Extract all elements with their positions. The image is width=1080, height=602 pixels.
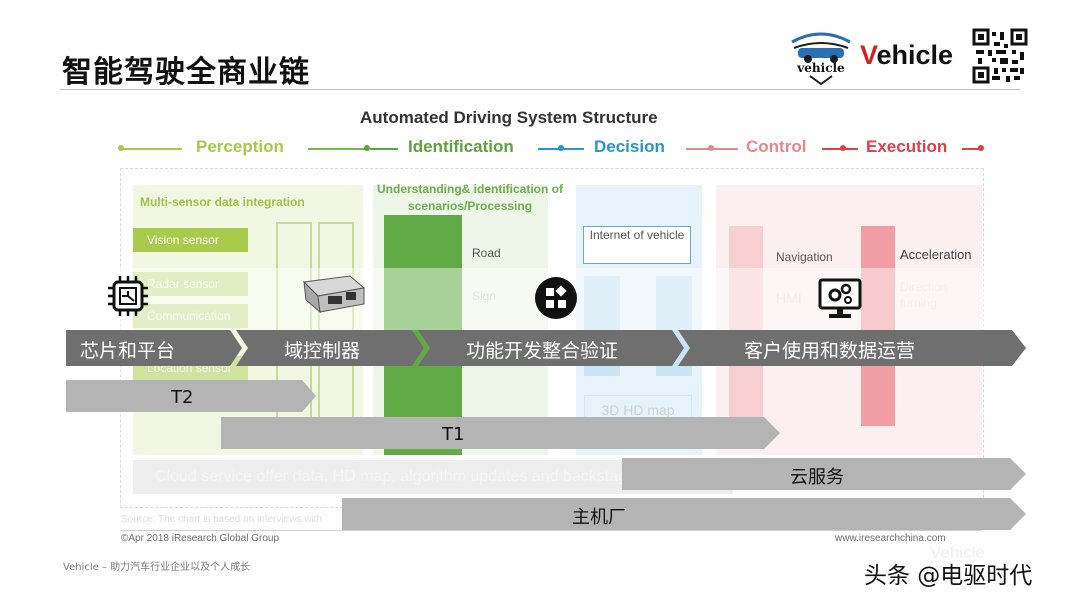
oem-label: 主机厂: [572, 507, 626, 528]
cloud-service-arrow: [622, 458, 1026, 490]
chain-label-function-dev: 功能开发整合验证: [466, 340, 619, 362]
stage-dot: [840, 145, 846, 151]
chain-step-4: [678, 330, 1026, 366]
vehicle-logo: vehicle: [786, 28, 856, 86]
watermark-ghost: Vehicle: [930, 543, 985, 562]
hmi-label: HMI: [776, 290, 802, 306]
source-note: Source: The chart is based on interviews…: [121, 514, 323, 525]
controller-unit-icon: [298, 272, 368, 316]
t2-label: T2: [171, 387, 194, 408]
watermark: 头条 @电驱时代: [864, 563, 1033, 589]
stage-decision: Decision: [594, 137, 665, 156]
website: www.iresearchchina.com: [835, 533, 946, 544]
sign-label: Sign: [472, 289, 497, 303]
multi-sensor-label: Multi-sensor data integration: [140, 195, 305, 209]
brand-name: Vehicle: [860, 40, 953, 71]
control-block: [729, 226, 763, 426]
t2-bar: [66, 380, 316, 412]
stage-connector: [308, 148, 368, 150]
communication-sensor: Communication: [133, 304, 248, 328]
stage-connector: [370, 148, 398, 150]
stage-dot: [978, 145, 984, 151]
chain-step-1: [66, 330, 242, 366]
cloud-service-label: 云服务: [790, 467, 844, 488]
stage-connector: [122, 148, 182, 150]
stage-perception: Perception: [196, 137, 284, 156]
chain-step-2: [236, 330, 424, 366]
module-blocks-icon: [534, 276, 578, 320]
chain-label-chips: 芯片和平台: [80, 340, 176, 362]
stage-control: Control: [746, 137, 807, 156]
footer-divider: [120, 530, 982, 531]
direction-turning-label: Direction turning: [900, 280, 948, 310]
chain-label-domain-controller: 域控制器: [284, 340, 361, 362]
stage-dot: [558, 145, 564, 151]
slogan: Vehicle – 助力汽车行业企业以及个人成长: [63, 562, 251, 573]
chain-label-customer-data: 客户使用和数据运营: [744, 340, 916, 362]
internet-of-vehicle-box: Internet of vehicle: [583, 226, 691, 264]
chain-step-3: [418, 330, 684, 366]
qr-code-icon: [972, 28, 1028, 84]
car-logo-icon: vehicle: [791, 32, 851, 86]
stage-identification: Identification: [408, 137, 514, 156]
t1-bar: [221, 417, 780, 449]
vision-sensor: Vision sensor: [133, 228, 248, 252]
navigation-label: Navigation: [776, 250, 833, 264]
radar-sensor: Radar sensor: [133, 272, 248, 296]
title-divider: [60, 89, 1020, 90]
stage-dot: [708, 145, 714, 151]
stage-execution: Execution: [866, 137, 948, 156]
logo-text: vehicle: [796, 61, 845, 75]
oem-bar: [342, 498, 1026, 530]
system-structure-title: Automated Driving System Structure: [360, 108, 658, 127]
road-label: Road: [472, 246, 501, 260]
brand-rest: ehicle: [876, 40, 954, 70]
t1-label: T1: [442, 424, 465, 445]
execution-block: [861, 226, 895, 426]
monitor-gears-icon: [818, 278, 862, 322]
stage-dot: [118, 145, 124, 151]
page-title: 智能驾驶全商业链: [62, 55, 310, 90]
copyright: ©Apr 2018 iResearch Global Group: [121, 533, 280, 544]
brand-initial: V: [860, 40, 877, 70]
chip-icon: [106, 274, 150, 318]
identification-heading: Understanding& identification of scenari…: [377, 182, 563, 213]
stage-connector: [962, 148, 982, 150]
acceleration-label: Acceleration: [900, 247, 972, 262]
stage-dot: [364, 145, 370, 151]
